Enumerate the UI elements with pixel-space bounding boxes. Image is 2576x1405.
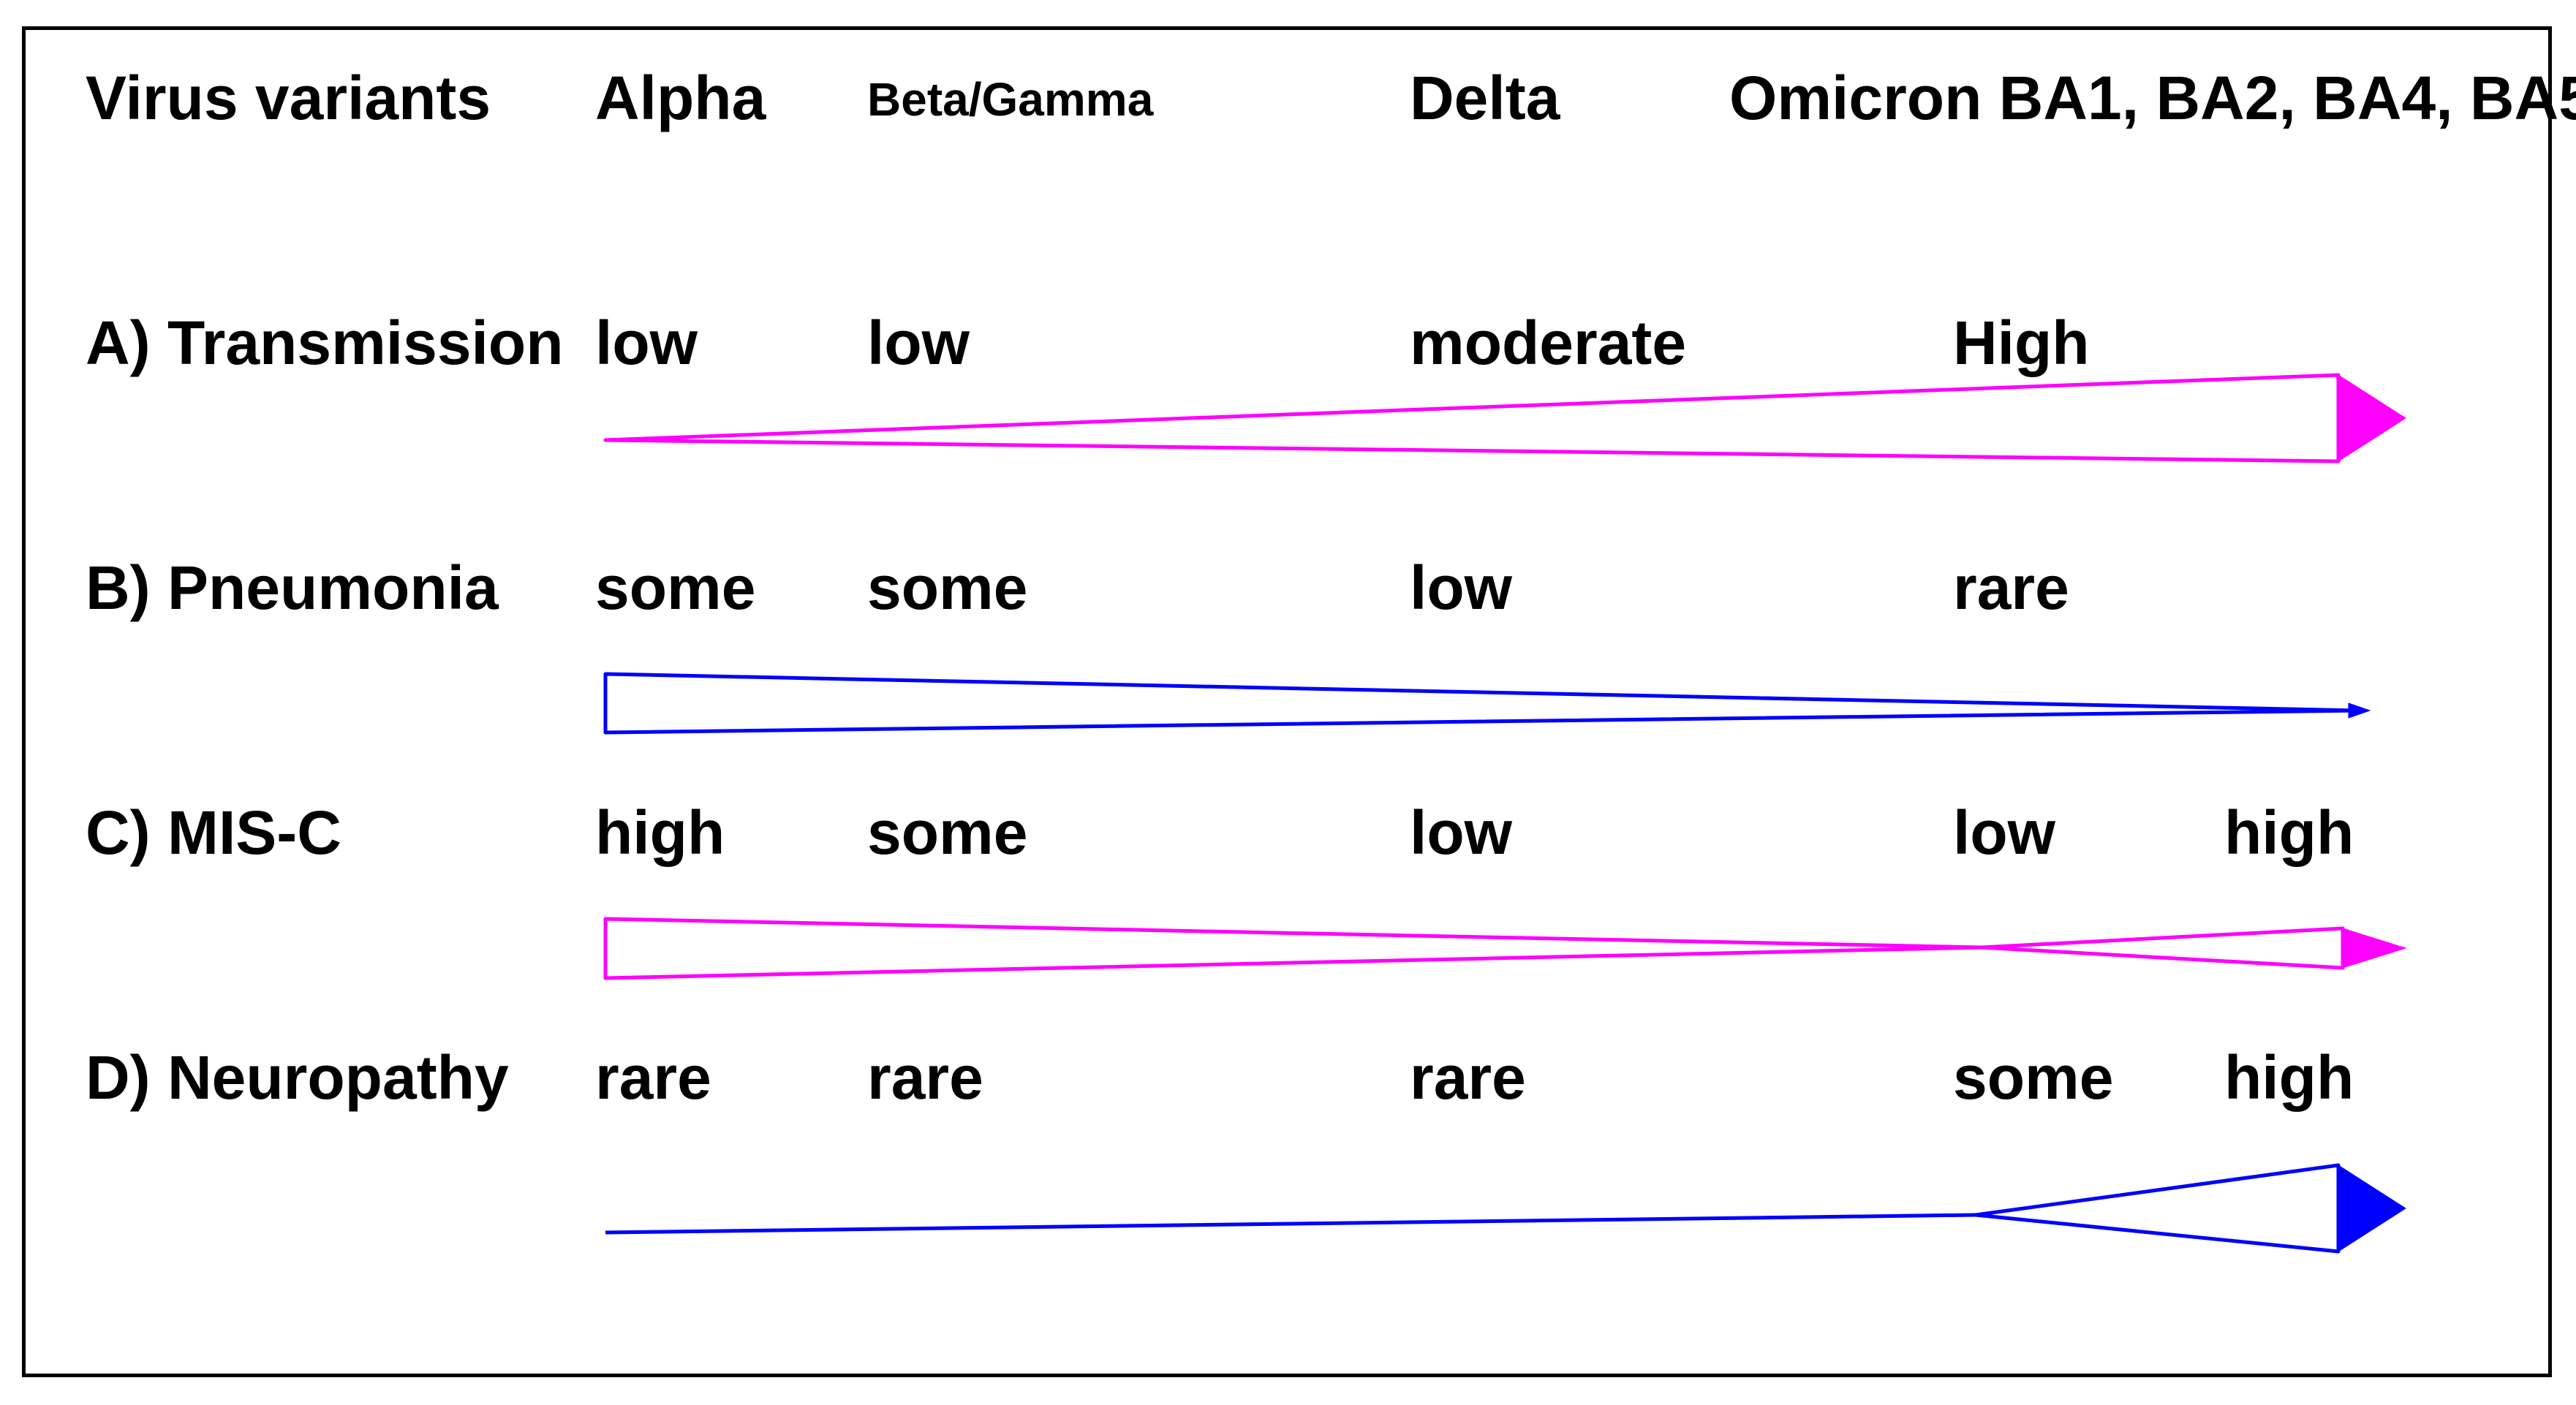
pneumonia-wedge — [603, 672, 2360, 735]
transmission-trend-arrow — [603, 373, 2406, 463]
mis-c-trend-arrow — [603, 917, 2407, 980]
row-b-title: B) Pneumonia — [86, 553, 499, 622]
row-d-omicron-value: some — [1953, 1043, 2114, 1112]
row-c-omicron-value: low — [1953, 798, 2055, 867]
neuropathy-line — [605, 1213, 1976, 1235]
transmission-wedge — [603, 373, 2341, 463]
row-d-delta-value: rare — [1410, 1043, 1526, 1112]
neuropathy-widening-wedge — [1973, 1163, 2341, 1254]
header-variant-omicron: Omicron BA1, BA2, BA4, BA5 — [1729, 64, 2576, 132]
mis-c-arrowhead — [2342, 928, 2407, 969]
row-c-alpha-value: high — [595, 798, 725, 867]
neuropathy-arrowhead — [2338, 1164, 2406, 1252]
row-a-omicron-value: High — [1953, 308, 2090, 377]
row-b-alpha-value: some — [595, 553, 756, 622]
row-a-title: A) Transmission — [86, 308, 564, 377]
transmission-arrowhead — [2338, 374, 2406, 462]
row-a-beta-gamma-value: low — [867, 308, 970, 377]
row-c-delta-value: low — [1410, 798, 1512, 867]
mis-c-widening-wedge — [1979, 926, 2345, 970]
row-d-beta-gamma-value: rare — [867, 1043, 983, 1112]
diagram-frame — [22, 26, 2552, 1377]
neuropathy-trend-arrow — [605, 1163, 2406, 1254]
row-c-late-value: high — [2224, 798, 2354, 867]
row-d-title: D) Neuropathy — [86, 1043, 509, 1112]
header-row-title: Virus variants — [86, 64, 491, 132]
row-d-alpha-value: rare — [595, 1043, 711, 1112]
pneumonia-arrowhead — [2348, 702, 2371, 719]
mis-c-narrowing-wedge — [603, 917, 1984, 980]
row-b-omicron-value: rare — [1953, 553, 2069, 622]
row-d-late-value: high — [2224, 1043, 2354, 1112]
row-c-title: C) MIS-C — [86, 798, 341, 867]
header-variant-delta: Delta — [1410, 64, 1560, 132]
header-variant-alpha: Alpha — [595, 64, 766, 132]
row-a-alpha-value: low — [595, 308, 698, 377]
header-variant-beta-gamma: Beta/Gamma — [867, 73, 1154, 126]
row-b-beta-gamma-value: some — [867, 553, 1028, 622]
row-b-delta-value: low — [1410, 553, 1512, 622]
pneumonia-trend-arrow — [603, 672, 2371, 735]
row-a-delta-value: moderate — [1410, 308, 1687, 377]
row-c-beta-gamma-value: some — [867, 798, 1028, 867]
